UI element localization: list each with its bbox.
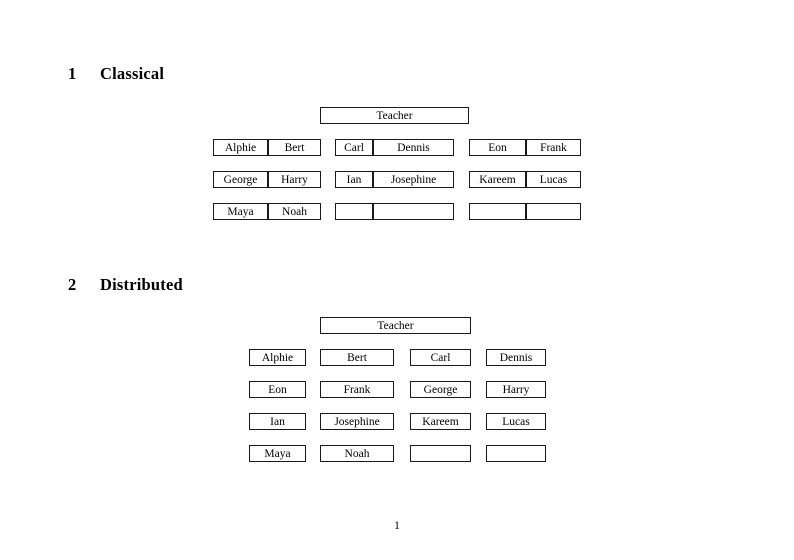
- seat-cell: Dennis: [486, 349, 546, 366]
- seat-cell: Alphie: [249, 349, 306, 366]
- seat-cell: Dennis: [373, 139, 454, 156]
- seat-cell: Maya: [249, 445, 306, 462]
- section-number: 1: [68, 64, 77, 83]
- seat-cell: Noah: [320, 445, 394, 462]
- table-row: Ian Josephine: [335, 171, 454, 188]
- seat-cell: Carl: [410, 349, 471, 366]
- seat-cell: Ian: [335, 171, 373, 188]
- table-row: [469, 203, 581, 220]
- seat-cell: Kareem: [469, 171, 526, 188]
- seat-cell: Lucas: [526, 171, 581, 188]
- table-row: Alphie Bert: [213, 139, 321, 156]
- seat-cell: Harry: [268, 171, 321, 188]
- table-row: Ian Josephine Kareem Lucas: [249, 413, 546, 430]
- seat-cell: Alphie: [213, 139, 268, 156]
- table-row: Eon Frank: [469, 139, 581, 156]
- table-row: Eon Frank George Harry: [249, 381, 546, 398]
- seat-cell: Carl: [335, 139, 373, 156]
- seat-cell: Eon: [249, 381, 306, 398]
- seat-cell: Bert: [320, 349, 394, 366]
- seat-cell: Frank: [526, 139, 581, 156]
- table-row: Alphie Bert Carl Dennis: [249, 349, 546, 366]
- seat-cell: Josephine: [373, 171, 454, 188]
- teacher-box-distributed: Teacher: [320, 317, 471, 334]
- seat-cell: Bert: [268, 139, 321, 156]
- seat-cell: Ian: [249, 413, 306, 430]
- seat-cell: Eon: [469, 139, 526, 156]
- seat-cell: Noah: [268, 203, 321, 220]
- table-row: Carl Dennis: [335, 139, 454, 156]
- section-title: Classical: [100, 64, 165, 83]
- seat-cell-empty: [335, 203, 373, 220]
- table-row: Maya Noah: [213, 203, 321, 220]
- seat-cell: Kareem: [410, 413, 471, 430]
- section-heading-distributed: 2 Distributed: [68, 275, 183, 295]
- seat-cell: Harry: [486, 381, 546, 398]
- seat-cell: Frank: [320, 381, 394, 398]
- table-row: Maya Noah: [249, 445, 546, 462]
- seat-cell: George: [213, 171, 268, 188]
- seat-cell: George: [410, 381, 471, 398]
- table-row: [335, 203, 454, 220]
- seat-cell-empty: [486, 445, 546, 462]
- section-heading-classical: 1 Classical: [68, 64, 164, 84]
- seat-cell: Lucas: [486, 413, 546, 430]
- section-title: Distributed: [100, 275, 183, 294]
- table-row: Kareem Lucas: [469, 171, 581, 188]
- seat-cell-empty: [373, 203, 454, 220]
- seat-cell: Josephine: [320, 413, 394, 430]
- table-row: George Harry: [213, 171, 321, 188]
- seat-cell-empty: [469, 203, 526, 220]
- seat-cell-empty: [526, 203, 581, 220]
- page-number: 1: [394, 520, 400, 532]
- seat-cell: Maya: [213, 203, 268, 220]
- seat-cell-empty: [410, 445, 471, 462]
- teacher-box-classical: Teacher: [320, 107, 469, 124]
- section-number: 2: [68, 275, 77, 294]
